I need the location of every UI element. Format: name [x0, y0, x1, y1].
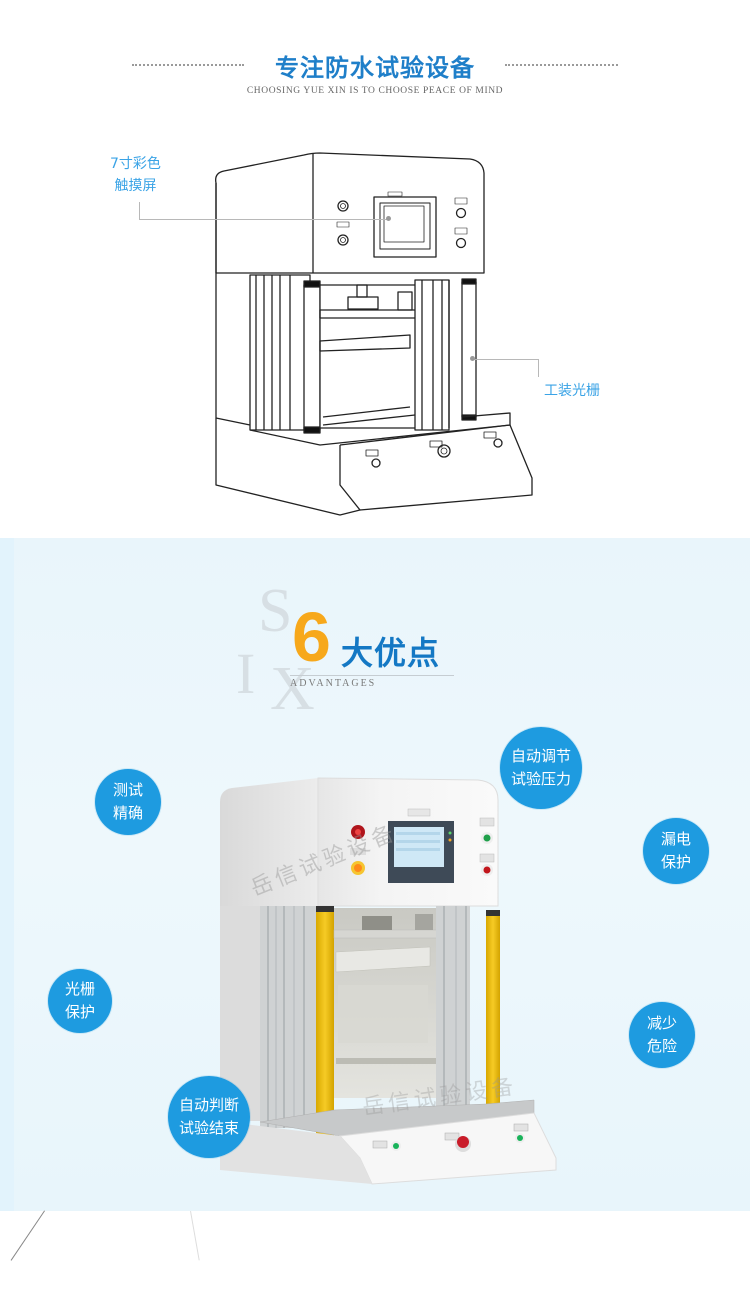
- advantages-title: 大优点: [341, 634, 441, 672]
- section-title: 专注防水试验设备: [275, 54, 475, 82]
- advantages-section: S I X 6 大优点 ADVANTAGES: [0, 538, 750, 1211]
- advantage-bubble-grating-protection: 光栅 保护: [48, 969, 112, 1033]
- bottom-section: [0, 1210, 750, 1291]
- callout-touchscreen-dot: [386, 216, 391, 221]
- callout-touchscreen-line2: 触摸屏: [114, 178, 157, 194]
- advantage-line2: 试验压力: [510, 770, 571, 788]
- section-edge-strip: [0, 538, 14, 1211]
- ghost-letter-x: X: [270, 655, 315, 723]
- advantage-bubble-accurate-testing: 测试 精确: [95, 769, 161, 835]
- advantage-line2: 保护: [660, 853, 691, 871]
- callout-grating-leader-v: [538, 359, 539, 377]
- advantage-line2: 试验结束: [178, 1119, 239, 1137]
- advantage-line2: 危险: [646, 1037, 677, 1055]
- advantage-line1: 自动判断: [178, 1096, 239, 1114]
- ghost-letter-s: S: [258, 577, 293, 645]
- advantage-line1: 漏电: [660, 830, 691, 848]
- machine-line-drawing: [215, 152, 533, 516]
- advantage-line2: 保护: [64, 1003, 95, 1021]
- machine-product-photo: [220, 777, 557, 1185]
- title-divider-right: [505, 64, 618, 66]
- intro-section: 专注防水试验设备 CHOOSING YUE XIN IS TO CHOOSE P…: [0, 0, 750, 538]
- ghost-letter-i: I: [236, 641, 256, 706]
- callout-touchscreen-leader-v: [139, 202, 140, 220]
- title-divider-left: [132, 64, 244, 66]
- advantage-line1: 光栅: [64, 980, 95, 998]
- advantage-bubble-auto-end-test: 自动判断 试验结束: [168, 1076, 250, 1158]
- callout-grating-leader-h: [473, 359, 539, 360]
- advantage-bubble-leakage-protection: 漏电 保护: [643, 818, 709, 884]
- section-title-row: 专注防水试验设备: [0, 48, 750, 82]
- callout-grating-dot: [470, 356, 475, 361]
- callout-touchscreen-line1: 7寸彩色: [110, 156, 161, 172]
- advantage-line1: 测试: [112, 781, 143, 799]
- advantages-subtitle: ADVANTAGES: [290, 678, 377, 689]
- advantage-bubble-reduce-danger: 减少 危险: [629, 1002, 695, 1068]
- callout-grating-label: 工装光栅: [544, 383, 600, 399]
- decorative-diagonal-line: [10, 1210, 45, 1261]
- section-subtitle: CHOOSING YUE XIN IS TO CHOOSE PEACE OF M…: [246, 86, 504, 96]
- callout-touchscreen-label: 7寸彩色 触摸屏: [110, 153, 161, 197]
- callout-touchscreen-leader-h: [139, 219, 389, 220]
- advantage-line2: 精确: [112, 804, 143, 822]
- advantages-underline: [290, 675, 454, 676]
- advantage-bubble-auto-pressure: 自动调节 试验压力: [500, 727, 582, 809]
- advantage-line1: 减少: [646, 1014, 677, 1032]
- advantages-count: 6: [292, 598, 331, 676]
- decorative-faint-line: [190, 1211, 200, 1261]
- advantage-line1: 自动调节: [510, 747, 571, 765]
